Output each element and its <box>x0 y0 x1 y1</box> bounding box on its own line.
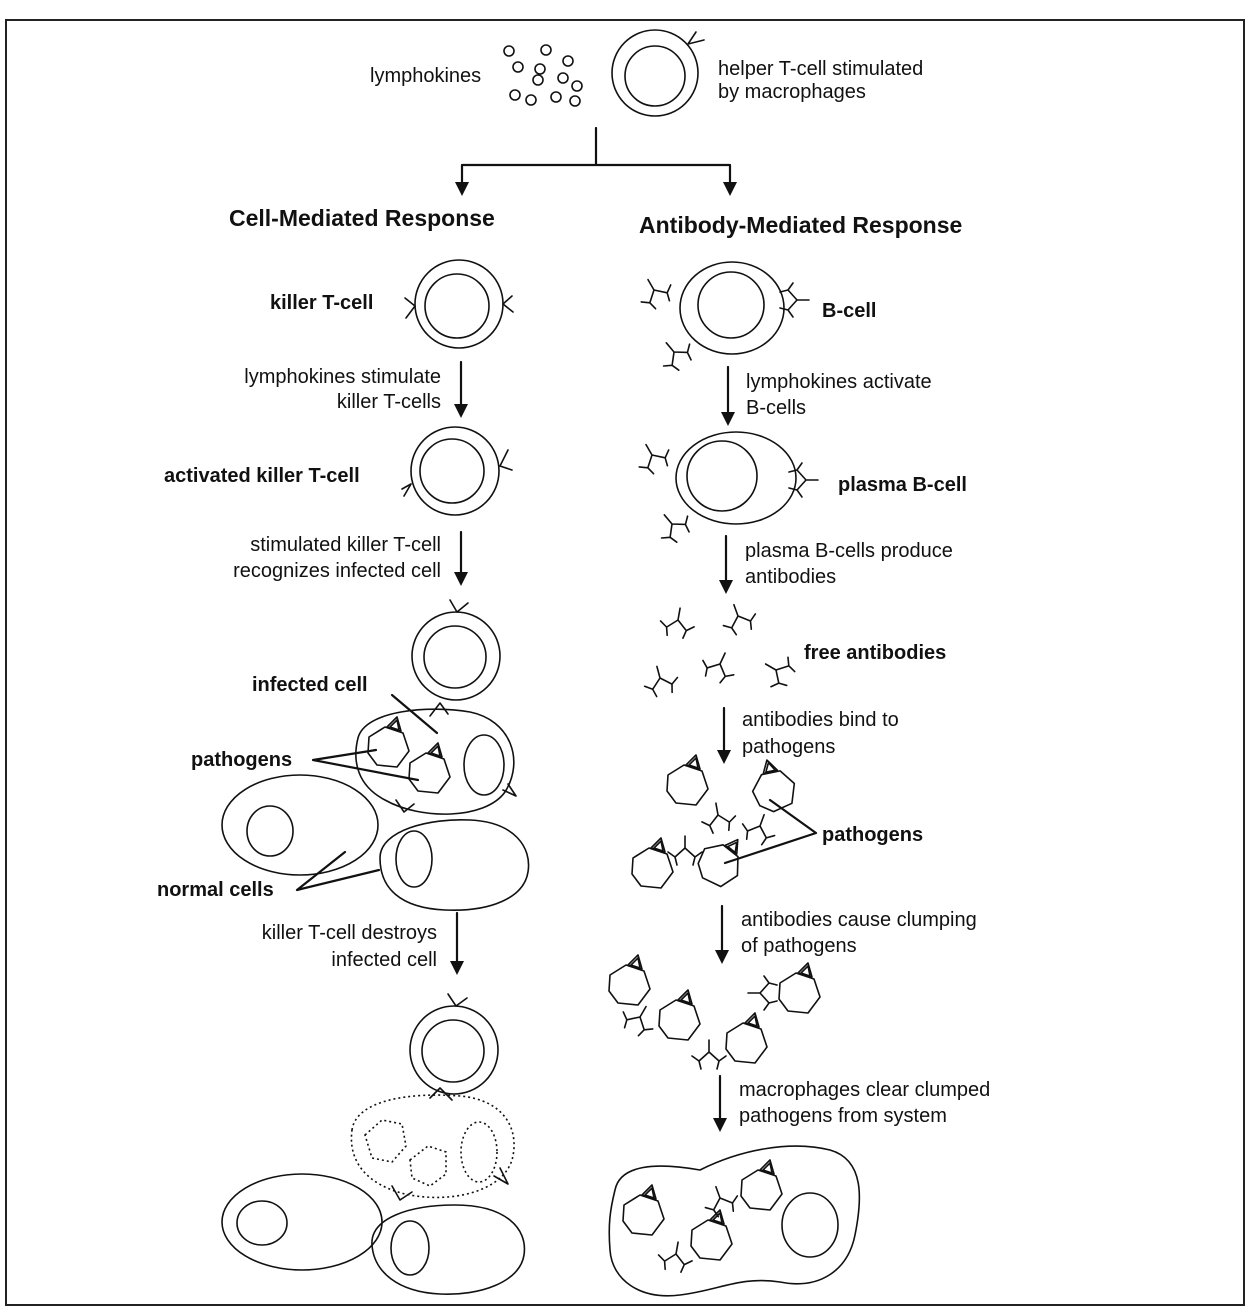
right-step4-arrow <box>715 906 729 964</box>
left-step2-text-line2: recognizes infected cell <box>233 560 441 582</box>
right-step4-text-line2: of pathogens <box>741 935 857 957</box>
helper-t-cell <box>612 30 704 116</box>
right-pathogens-label: pathogens <box>822 824 923 846</box>
left-step2-arrow <box>454 532 468 586</box>
clumped-pathogens <box>609 955 820 1069</box>
left-step3-text-line1: killer T-cell destroys <box>262 922 437 944</box>
left-step2-text-line1: stimulated killer T-cell <box>250 534 441 556</box>
killer-t-cell-recognizing <box>412 600 500 700</box>
antibodies-bound-to-pathogens <box>632 754 802 891</box>
killer-t-cell-destroying <box>410 994 498 1094</box>
normal-cell-4 <box>372 1205 525 1294</box>
right-step3-text-line2: pathogens <box>742 736 835 758</box>
killer-t-cell-label: killer T-cell <box>270 292 373 314</box>
cell-mediated-heading: Cell-Mediated Response <box>229 205 495 231</box>
right-step5-text-line2: pathogens from system <box>739 1105 947 1127</box>
diagram-frame <box>6 20 1244 1305</box>
plasma-b-cell <box>631 432 818 548</box>
right-step1-arrow <box>721 367 735 426</box>
left-pathogens-label: pathogens <box>191 749 292 771</box>
right-step5-arrow <box>713 1076 727 1132</box>
normal-cells-leader <box>297 852 379 890</box>
normal-cell-1 <box>222 775 378 875</box>
left-step1-text-line1: lymphokines stimulate <box>244 366 441 388</box>
right-step2-text-line2: antibodies <box>745 566 836 588</box>
left-step1-arrow <box>454 362 468 418</box>
helper-t-cell-label-line2: by macrophages <box>718 81 866 103</box>
helper-t-cell-label-line1: helper T-cell stimulated <box>718 58 923 80</box>
split-connector <box>455 128 737 196</box>
normal-cells-label: normal cells <box>157 879 274 901</box>
right-step2-arrow <box>719 536 733 594</box>
plasma-b-cell-label: plasma B-cell <box>838 474 967 496</box>
right-step5-text-line1: macrophages clear clumped <box>739 1079 990 1101</box>
killer-t-cell <box>405 260 513 348</box>
right-step1-text-line1: lymphokines activate <box>746 371 932 393</box>
infected-cell <box>356 703 516 814</box>
left-step3-arrow <box>450 913 464 975</box>
right-step1-text-line2: B-cells <box>746 397 806 419</box>
destroyed-infected-cell <box>351 1088 514 1200</box>
infected-cell-label: infected cell <box>252 674 368 696</box>
right-step2-text-line1: plasma B-cells produce <box>745 540 953 562</box>
antibody-mediated-heading: Antibody-Mediated Response <box>639 212 962 238</box>
left-step1-text-line2: killer T-cells <box>337 391 441 413</box>
free-antibodies-label: free antibodies <box>804 642 946 664</box>
normal-cell-3 <box>222 1174 382 1270</box>
right-step3-arrow <box>717 708 731 764</box>
left-pathogens-leader <box>313 750 418 780</box>
right-step4-text-line1: antibodies cause clumping <box>741 909 977 931</box>
b-cell-label: B-cell <box>822 300 876 322</box>
macrophage-engulfing-pathogens <box>609 1146 859 1296</box>
normal-cell-2 <box>380 820 529 910</box>
lymphokine-particles <box>504 45 582 106</box>
activated-killer-t-cell-label: activated killer T-cell <box>164 465 360 487</box>
lymphokines-label: lymphokines <box>370 65 481 87</box>
left-step3-text-line2: infected cell <box>331 949 437 971</box>
b-cell <box>633 262 809 376</box>
right-step3-text-line1: antibodies bind to <box>742 709 899 731</box>
free-antibodies <box>640 599 799 699</box>
activated-killer-t-cell <box>402 427 512 515</box>
